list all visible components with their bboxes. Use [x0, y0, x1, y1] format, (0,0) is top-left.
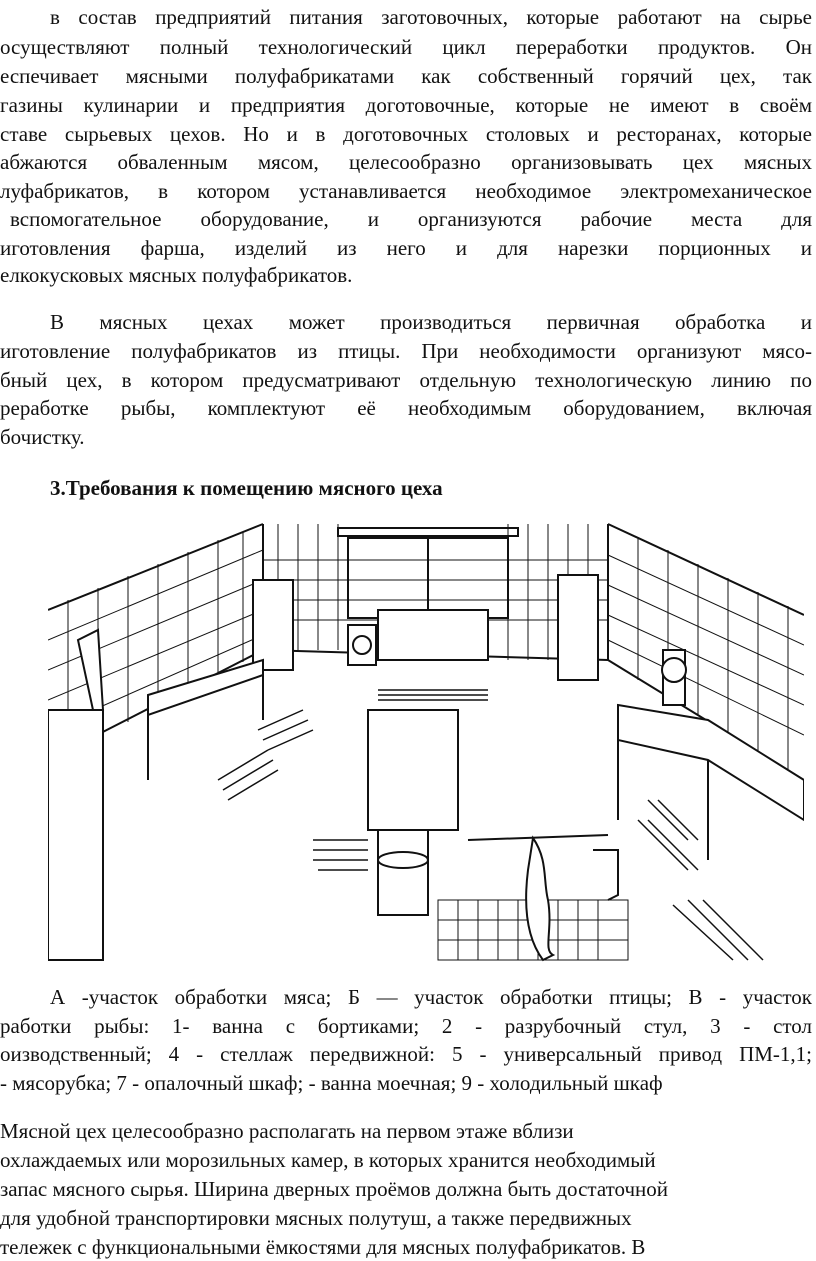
floor-grates — [217, 689, 764, 961]
text-line: для удобной транспортировки мясных полут… — [0, 1206, 632, 1230]
text-line: иготовления фарша, изделий из него и для… — [0, 236, 812, 260]
text-line: в состав предприятий питания заготовочны… — [50, 5, 812, 29]
text-line: ставе сырьевых цехов. Но и в доготовочны… — [0, 122, 812, 146]
text-line: бный цех, в котором предусматривают отде… — [0, 368, 812, 392]
text-line: охлаждаемых или морозильных камер, в кот… — [0, 1148, 656, 1172]
text-line: А -участок обработки мяса; Б — участок о… — [50, 985, 812, 1009]
window — [337, 527, 519, 619]
carcass-hanger — [467, 834, 619, 962]
section-heading: 3.Требования к помещению мясного цеха — [50, 476, 443, 500]
wall-tiles — [48, 524, 804, 770]
text-line: осуществляют полный технологический цикл… — [0, 35, 812, 59]
text-line: Мясной цех целесообразно располагать на … — [0, 1119, 574, 1143]
text-line: запас мясного сырья. Ширина дверных проё… — [0, 1177, 669, 1201]
text-line: оизводственный; 4 - стеллаж передвижной:… — [0, 1042, 812, 1066]
text-line: луфабрикатов, в котором устанавливается … — [0, 179, 812, 203]
text-line: работки рыбы: 1- ванна с бортиками; 2 - … — [0, 1014, 812, 1038]
text-line: вспомогательное оборудование, и организу… — [10, 207, 812, 231]
text-line: газины кулинарии и предприятия доготовоч… — [0, 93, 812, 117]
text-line: реработке рыбы, комплектуют её необходим… — [0, 396, 812, 420]
text-line: В мясных цехах может производиться перви… — [50, 310, 812, 334]
meat-shop-illustration — [48, 523, 804, 962]
text-line: иготовление полуфабрикатов из птицы. При… — [0, 339, 812, 363]
text-line: абжаются обваленным мясом, целесообразно… — [0, 150, 812, 174]
text-line: - мясорубка; 7 - опалочный шкаф; - ванна… — [0, 1071, 663, 1095]
text-line: елкокусковых мясных полуфабрикатов. — [0, 263, 353, 287]
text-line: тележек с функциональными ёмкостями для … — [0, 1235, 646, 1259]
text-line: еспечивает мясными полуфабрикатами как с… — [0, 64, 812, 88]
text-line: бочистку. — [0, 425, 85, 449]
equipment — [48, 574, 804, 961]
